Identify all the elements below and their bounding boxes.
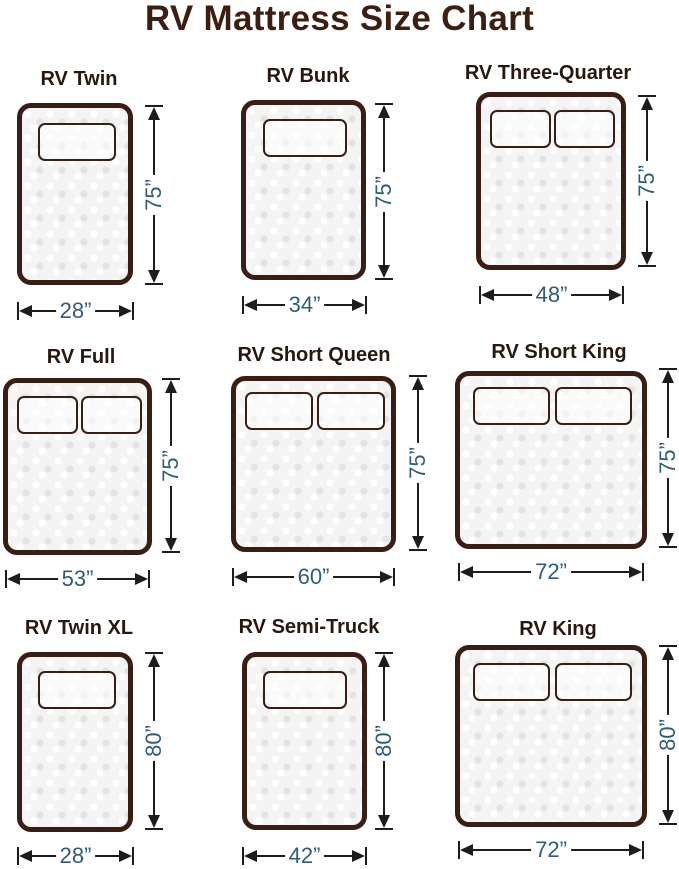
length-label: 75” [141, 175, 167, 215]
width-label: 72” [531, 837, 571, 863]
pillow-icon [17, 396, 78, 434]
pillow-icon [263, 119, 347, 157]
width-label: 72” [531, 559, 571, 585]
width-label: 34” [284, 292, 325, 318]
pillow-icon [38, 671, 116, 709]
length-dimension-rv-full: 75” [158, 378, 184, 553]
mattress-rv-three-quarter [476, 92, 626, 270]
pillow-icon [38, 123, 116, 161]
width-label: 53” [57, 566, 98, 592]
mattress-label-rv-king: RV King [519, 618, 597, 640]
mattress-rv-full [3, 378, 152, 555]
length-dimension-rv-short-queen: 75” [405, 375, 431, 551]
width-dimension-rv-twin-xl: 28” [17, 843, 134, 869]
width-dimension-rv-short-king: 72” [458, 559, 644, 585]
pillow-icon [473, 387, 550, 425]
length-label: 75” [371, 171, 397, 212]
length-label: 80” [141, 721, 167, 761]
pillow-icon [473, 663, 550, 701]
mattress-rv-twin-xl [17, 652, 133, 832]
mattress-rv-short-queen [231, 376, 396, 552]
pillow-icon [317, 392, 385, 430]
width-label: 28” [55, 843, 96, 869]
length-dimension-rv-short-king: 75” [655, 368, 679, 548]
mattress-label-rv-bunk: RV Bunk [266, 65, 350, 87]
pillow-icon [263, 671, 347, 709]
mattress-rv-twin [17, 103, 133, 285]
length-label: 75” [405, 443, 431, 483]
mattress-label-rv-short-king: RV Short King [491, 341, 627, 363]
length-dimension-rv-bunk: 75” [371, 103, 397, 280]
pillow-icon [554, 110, 615, 148]
length-dimension-rv-semi-truck: 80” [371, 652, 397, 830]
length-dimension-rv-three-quarter: 75” [634, 95, 660, 267]
width-label: 60” [293, 564, 334, 590]
width-dimension-rv-full: 53” [5, 566, 150, 592]
width-dimension-rv-king: 72” [458, 837, 644, 863]
mattress-rv-king [455, 645, 647, 827]
width-label: 42” [284, 843, 325, 869]
pillow-icon [245, 392, 313, 430]
mattress-label-rv-full: RV Full [46, 346, 116, 368]
mattress-label-rv-short-queen: RV Short Queen [237, 344, 391, 366]
mattress-rv-short-king [455, 371, 647, 549]
mattress-label-rv-semi-truck: RV Semi-Truck [238, 616, 380, 638]
pillow-icon [555, 663, 632, 701]
mattress-label-rv-three-quarter: RV Three-Quarter [464, 62, 632, 84]
mattress-label-rv-twin-xl: RV Twin XL [24, 617, 134, 639]
width-label: 28” [55, 298, 96, 324]
width-label: 48” [531, 282, 572, 308]
length-label: 80” [371, 721, 397, 761]
length-label: 75” [655, 438, 679, 478]
length-dimension-rv-twin-xl: 80” [141, 652, 167, 830]
mattress-label-rv-twin: RV Twin [40, 68, 118, 90]
length-label: 80” [655, 715, 679, 755]
pillow-icon [555, 387, 632, 425]
mattress-rv-bunk [241, 100, 366, 280]
width-dimension-rv-semi-truck: 42” [242, 843, 367, 869]
width-dimension-rv-twin: 28” [17, 298, 134, 324]
mattress-rv-semi-truck [242, 652, 367, 830]
length-label: 75” [634, 161, 660, 201]
length-label: 75” [158, 445, 184, 486]
pillow-icon [81, 396, 142, 434]
pillow-icon [490, 110, 551, 148]
width-dimension-rv-three-quarter: 48” [479, 282, 624, 308]
width-dimension-rv-bunk: 34” [242, 292, 367, 318]
length-dimension-rv-twin: 75” [141, 105, 167, 285]
chart-title: RV Mattress Size Chart [144, 0, 535, 38]
length-dimension-rv-king: 80” [655, 645, 679, 825]
width-dimension-rv-short-queen: 60” [232, 564, 395, 590]
